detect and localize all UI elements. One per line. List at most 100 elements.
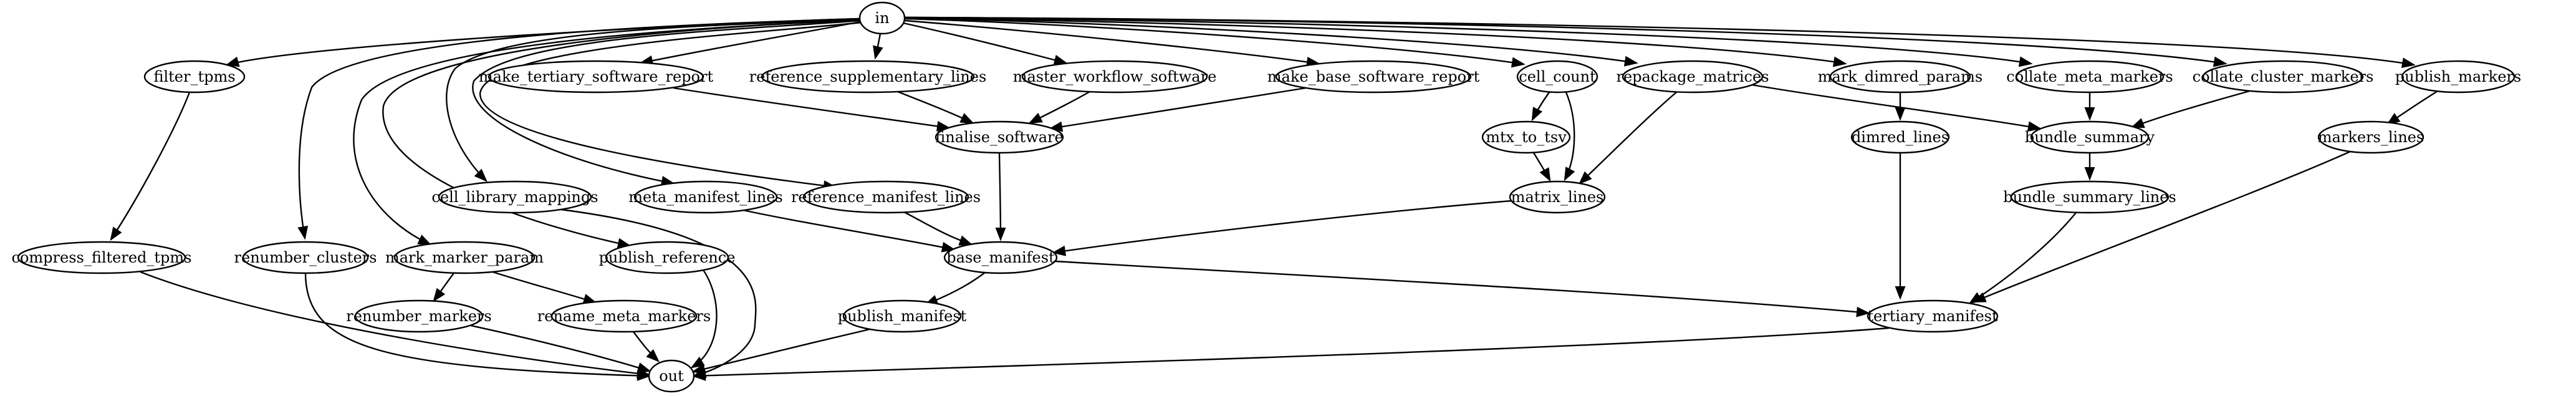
node-bundle_summary_lines: bundle_summary_lines bbox=[2003, 180, 2176, 214]
edge-line bbox=[904, 16, 2415, 66]
edge-finalise_software-to-base_manifest bbox=[995, 152, 1006, 241]
edge-reference_manifest_lines-to-base_manifest bbox=[903, 211, 973, 246]
node-filter_tpms: filter_tpms bbox=[143, 60, 246, 94]
edge-line bbox=[904, 19, 1319, 65]
node-collate_cluster_markers: collate_cluster_markers bbox=[2193, 60, 2374, 94]
node-shape bbox=[17, 241, 186, 274]
node-label: collate_cluster_markers bbox=[2193, 68, 2374, 85]
edge-matrix_lines-to-base_manifest bbox=[1052, 200, 1512, 256]
node-label: base_manifest bbox=[946, 249, 1055, 266]
arrowhead bbox=[958, 235, 973, 246]
node-shape bbox=[393, 241, 536, 274]
node-base_manifest: base_manifest bbox=[943, 241, 1058, 274]
arrowhead bbox=[433, 287, 446, 302]
node-shape bbox=[2030, 120, 2150, 154]
node-shape bbox=[858, 1, 906, 35]
node-label: publish_manifest bbox=[838, 307, 967, 325]
node-label: publish_reference bbox=[599, 249, 736, 266]
node-label: tertiary_manifest bbox=[1867, 307, 1998, 325]
arrowhead bbox=[225, 56, 240, 67]
node-shape bbox=[1850, 120, 1950, 154]
edge-base_manifest-to-tertiary_manifest bbox=[1055, 260, 1870, 317]
node-shape bbox=[2317, 120, 2425, 154]
node-label: publish_markers bbox=[2395, 68, 2521, 85]
node-shape bbox=[1481, 120, 1571, 154]
node-label: rename_meta_markers bbox=[537, 307, 711, 325]
node-label: cell_library_mappings bbox=[431, 188, 598, 206]
node-label: renumber_markers bbox=[346, 307, 491, 325]
node-cell_count: cell_count bbox=[1516, 60, 1598, 94]
node-publish_markers: publish_markers bbox=[2395, 60, 2521, 94]
arrowhead bbox=[1052, 245, 1067, 256]
node-label: meta_manifest_lines bbox=[628, 188, 783, 206]
arrowhead bbox=[2084, 167, 2095, 181]
edge-line bbox=[743, 209, 954, 251]
arrowhead bbox=[2213, 56, 2228, 67]
edge-line bbox=[904, 17, 1524, 65]
node-shape bbox=[648, 359, 695, 393]
arrowhead bbox=[646, 349, 660, 362]
edge-collate_meta_markers-to-bundle_summary bbox=[2084, 92, 2095, 121]
node-shape bbox=[550, 299, 698, 333]
node-shape bbox=[438, 180, 592, 214]
node-label: make_base_software_report bbox=[1267, 68, 1480, 85]
edge-line bbox=[693, 327, 1890, 377]
edge-cell_count-to-mtx_to_tsv bbox=[1531, 92, 1550, 122]
edge-bundle_summary-to-bundle_summary_lines bbox=[2084, 153, 2095, 181]
arrowhead bbox=[1028, 112, 1043, 124]
node-label: cell_count bbox=[1519, 68, 1596, 85]
arrowhead bbox=[1832, 56, 1847, 67]
arrowhead bbox=[1579, 171, 1592, 185]
edge-line bbox=[673, 87, 949, 129]
arrowhead bbox=[1539, 167, 1551, 182]
edge-filter_tpms-to-compress_filtered_tpms bbox=[110, 92, 191, 241]
node-shape bbox=[1275, 60, 1472, 94]
node-label: repackage_matrices bbox=[1616, 68, 1769, 85]
node-label: bundle_summary bbox=[2025, 128, 2155, 146]
node-master_workflow_software: master_workflow_software bbox=[1013, 60, 1216, 94]
edge-line bbox=[1579, 91, 1678, 184]
edge-in-to-repackage_matrices bbox=[904, 17, 1638, 67]
edge-line bbox=[904, 17, 1637, 64]
edge-in-to-collate_meta_markers bbox=[904, 16, 2033, 67]
node-make_tertiary_software_report: make_tertiary_software_report bbox=[479, 60, 713, 94]
edge-line bbox=[904, 16, 2032, 65]
arrowhead bbox=[691, 364, 706, 374]
edge-in-to-reference_supplementary_lines bbox=[873, 33, 883, 60]
node-layer: in filter_tpms make_tertiary_software_repo… bbox=[12, 1, 2521, 393]
node-shape bbox=[2202, 60, 2364, 94]
edge-rename_meta_markers-to-out bbox=[633, 331, 660, 362]
edge-in-to-renumber_clusters bbox=[297, 17, 862, 240]
node-dimred_lines: dimred_lines bbox=[1850, 120, 1950, 154]
node-label: matrix_lines bbox=[1511, 188, 1604, 206]
arrowhead bbox=[995, 228, 1006, 241]
node-shape bbox=[935, 120, 1064, 154]
node-label: reference_manifest_lines bbox=[791, 188, 981, 206]
edge-line bbox=[304, 273, 650, 377]
node-shape bbox=[1516, 60, 1598, 94]
edge-line bbox=[693, 328, 870, 373]
edge-line bbox=[1969, 212, 2077, 304]
node-matrix_lines: matrix_lines bbox=[1509, 180, 1606, 214]
node-out: out bbox=[648, 359, 695, 393]
edge-line bbox=[560, 208, 757, 377]
node-cell_library_mappings: cell_library_mappings bbox=[431, 180, 598, 214]
node-shape bbox=[633, 180, 778, 214]
node-shape bbox=[2015, 60, 2165, 94]
edge-master_workflow_software-to-finalise_software bbox=[1028, 90, 1090, 124]
node-label: in bbox=[875, 9, 889, 27]
edge-line bbox=[1050, 87, 1307, 130]
edge-mtx_to_tsv-to-matrix_lines bbox=[1532, 152, 1551, 182]
node-label: dimred_lines bbox=[1852, 128, 1949, 146]
edge-line bbox=[298, 17, 862, 239]
edge-publish_reference-to-out bbox=[690, 269, 718, 369]
node-reference_manifest_lines: reference_manifest_lines bbox=[791, 180, 981, 214]
node-mark_dimred_params: mark_dimred_params bbox=[1818, 60, 1982, 94]
node-shape bbox=[1622, 60, 1764, 94]
node-compress_filtered_tpms: compress_filtered_tpms bbox=[12, 241, 191, 274]
node-shape bbox=[1021, 60, 1208, 94]
edge-repackage_matrices-to-matrix_lines bbox=[1579, 91, 1678, 185]
arrowhead bbox=[2401, 57, 2416, 68]
edge-collate_cluster_markers-to-bundle_summary bbox=[2130, 89, 2252, 128]
